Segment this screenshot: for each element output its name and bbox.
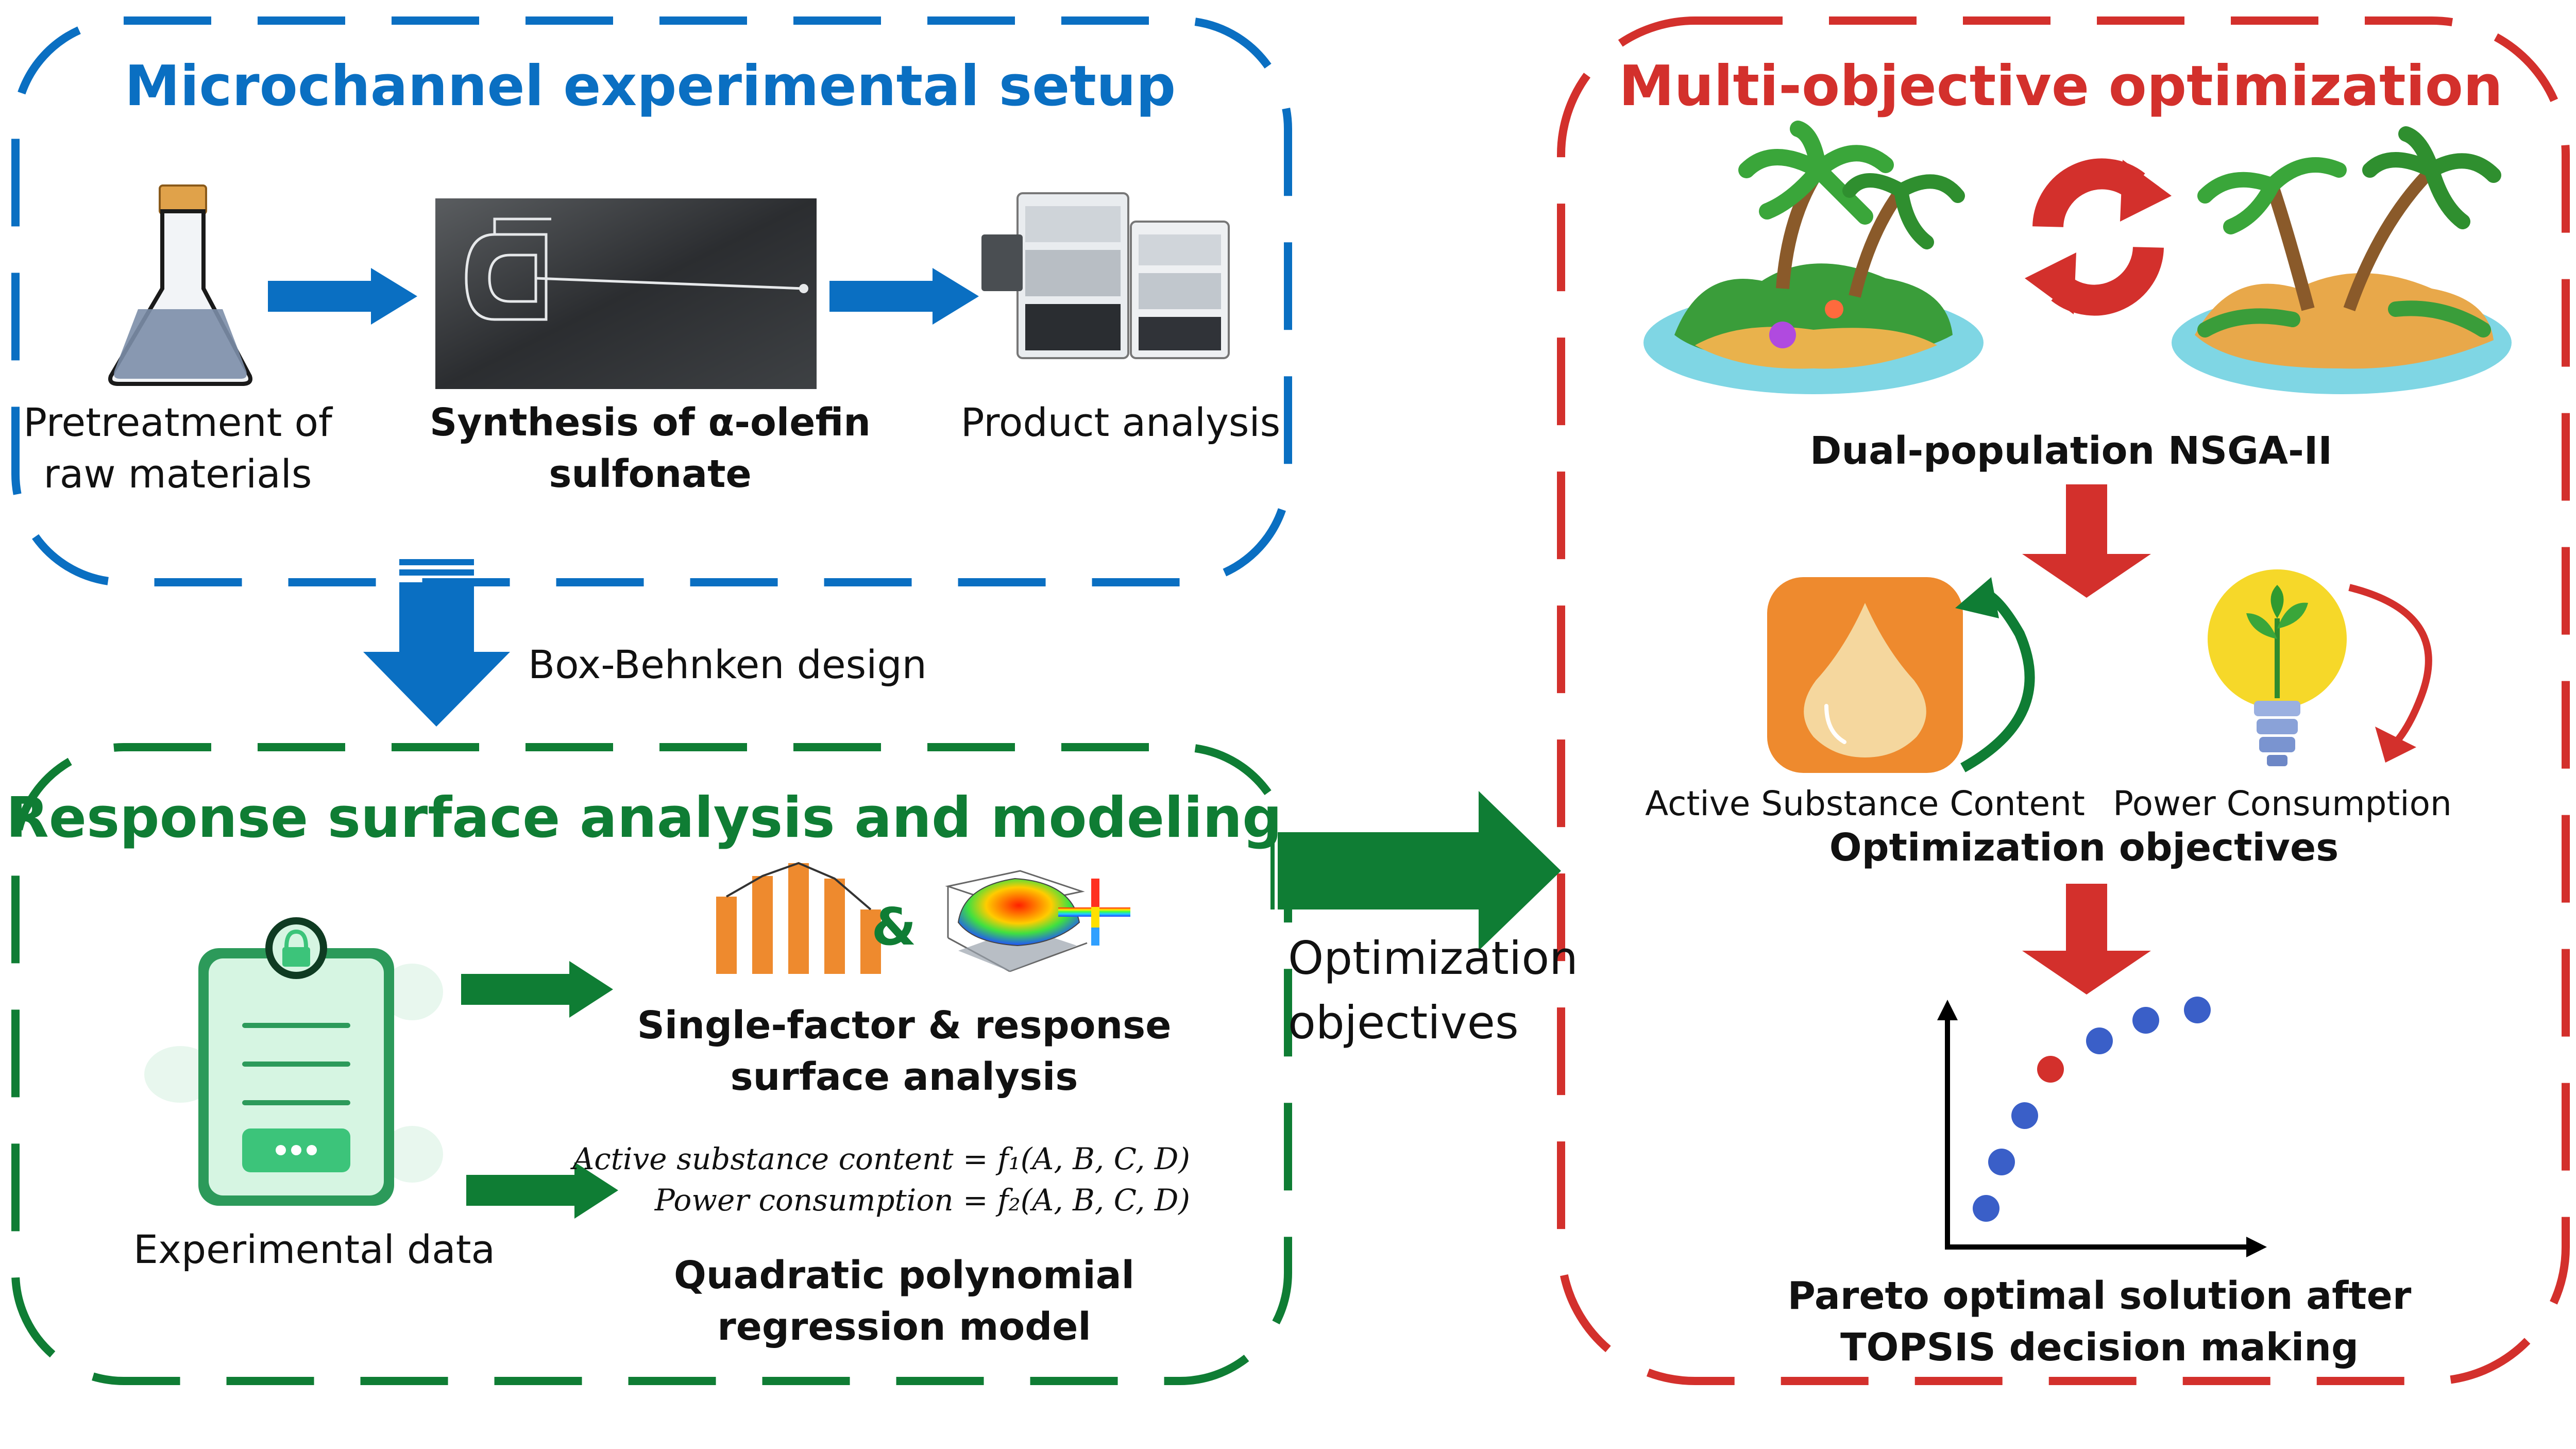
- pareto-point: [2011, 1102, 2038, 1129]
- pareto-plot: [1937, 1000, 2267, 1257]
- setup-title: Microchannel experimental setup: [124, 54, 1176, 119]
- arrow-flask-chip: [268, 268, 417, 325]
- analysis-label: Product analysis: [960, 399, 1281, 445]
- pareto-point: [2184, 997, 2211, 1023]
- active-substance-label: Active Substance Content: [1645, 784, 2085, 823]
- island-right-icon: [2172, 126, 2512, 394]
- nsga-label: Dual-population NSGA-II: [1810, 429, 2332, 473]
- synthesis-label-line1: Synthesis of α-olefin: [430, 400, 871, 445]
- equation-active-substance: Active substance content = f₁(A, B, C, D…: [572, 1141, 1190, 1176]
- rsm-panel: [11, 743, 1292, 1385]
- single-factor-label-line2: surface analysis: [730, 1055, 1078, 1099]
- link-label-line1: Optimization: [1288, 932, 1578, 985]
- pareto-point: [2132, 1007, 2159, 1034]
- equation-power-consumption: Power consumption = f₂(A, B, C, D): [654, 1183, 1190, 1218]
- box-behnken-label: Box-Behnken design: [528, 642, 927, 687]
- pareto-label-line1: Pareto optimal solution after: [1787, 1274, 2412, 1318]
- setup-panel: [11, 16, 1292, 586]
- ampersand-label: &: [871, 897, 917, 957]
- quadratic-label-line1: Quadratic polynomial: [674, 1253, 1134, 1298]
- rsm-title: Response surface analysis and modeling: [6, 786, 1282, 850]
- link-label-line2: objectives: [1288, 996, 1519, 1049]
- arrow-chip-analyzer: [829, 268, 979, 325]
- hplc-analyzer-icon: [981, 192, 1230, 359]
- pretreatment-label-line2: raw materials: [43, 451, 312, 497]
- arrow-setup-to-rsm: [363, 559, 510, 727]
- experimental-data-label: Experimental data: [133, 1226, 496, 1272]
- cycle-arrows-icon: [2025, 158, 2172, 316]
- island-left-icon: [1643, 121, 1984, 394]
- arrow-data-to-model: [466, 1162, 618, 1219]
- pareto-optimal-point: [2037, 1056, 2064, 1083]
- arrow-nsga-to-objectives: [2022, 484, 2151, 598]
- power-consumption-label: Power Consumption: [2113, 784, 2452, 823]
- arrow-rsm-to-moo: [1278, 791, 1561, 951]
- cycle-arrow-green-icon: [1960, 587, 2035, 772]
- pareto-points: [1973, 997, 2211, 1222]
- arrow-objectives-to-pareto: [2022, 884, 2151, 995]
- cycle-arrowhead-red: [2375, 727, 2416, 763]
- oil-drop-icon: [1767, 577, 1963, 773]
- pareto-point: [1973, 1195, 1999, 1222]
- arrow-data-to-analysis: [461, 961, 613, 1018]
- pareto-label-line2: TOPSIS decision making: [1840, 1325, 2359, 1370]
- cycle-arrowhead-green: [1955, 577, 1999, 618]
- pareto-point: [1988, 1149, 2015, 1175]
- cycle-arrow-red-icon: [2348, 584, 2432, 755]
- response-surface-plot-icon: [945, 870, 1130, 972]
- arrow-rsm-to-moo-tail: [1270, 832, 1275, 909]
- single-factor-bar-icon: [716, 862, 881, 974]
- moo-panel: [1557, 16, 2570, 1385]
- synthesis-label-line2: sulfonate: [549, 452, 752, 496]
- pareto-point: [2086, 1027, 2113, 1054]
- moo-title: Multi-objective optimization: [1619, 54, 2503, 119]
- lightbulb-plant-icon: [2208, 569, 2347, 766]
- single-factor-label-line1: Single-factor & response: [637, 1003, 1172, 1048]
- flask-icon: [108, 184, 252, 386]
- pretreatment-label-line1: Pretreatment of: [23, 399, 332, 445]
- optimization-objectives-label: Optimization objectives: [1829, 825, 2339, 870]
- quadratic-label-line2: regression model: [717, 1305, 1091, 1349]
- microchip-photo: [435, 198, 817, 389]
- clipboard-icon: [144, 917, 443, 1206]
